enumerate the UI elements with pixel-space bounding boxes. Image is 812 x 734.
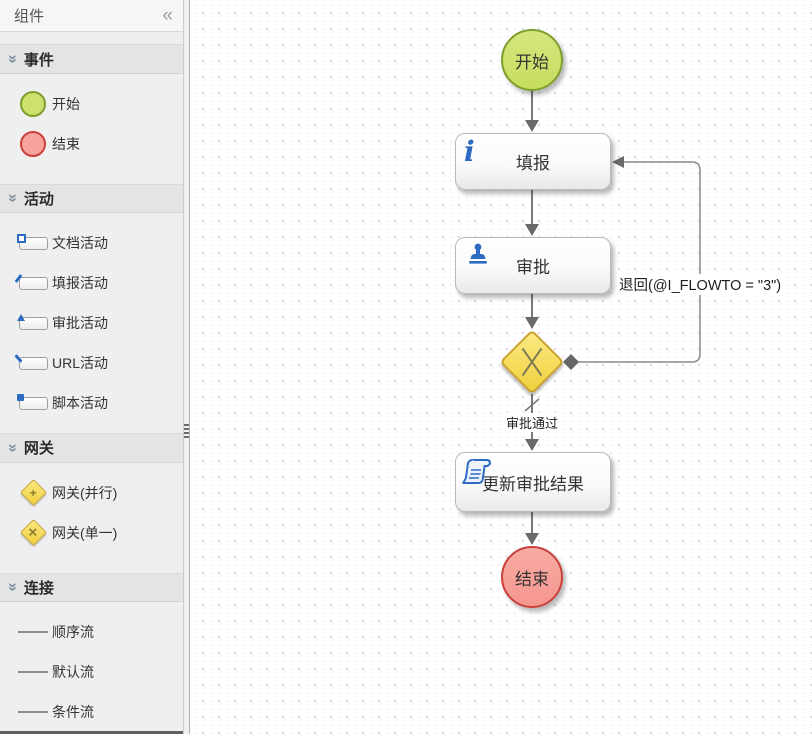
default-flow-icon: [18, 671, 48, 674]
section-header-connections[interactable]: « 连接: [0, 572, 183, 603]
conditional-flow-marker: [524, 398, 540, 412]
splitter-grip-icon: [184, 424, 189, 440]
palette-item-label: 填报活动: [52, 275, 108, 292]
edge-approve-to-gateway[interactable]: [525, 294, 539, 329]
flow-edges: [524, 91, 701, 545]
exclusive-gateway-icon: ✕: [19, 519, 47, 547]
arrowhead-left-icon: [612, 156, 624, 168]
gateway-x-icon: [511, 341, 553, 383]
section-label: 连接: [23, 579, 54, 597]
approve-activity-icon: [16, 313, 48, 330]
chevron-down-icon: «: [3, 582, 21, 592]
stamp-icon: [464, 243, 492, 272]
palette-item-default-flow[interactable]: 默认流: [0, 652, 183, 692]
fill-activity-icon: [14, 273, 48, 290]
node-end-event[interactable]: 结束: [501, 546, 563, 608]
section-label: 活动: [23, 190, 54, 208]
palette-item-label: 审批活动: [52, 315, 108, 332]
edge-update-to-end[interactable]: [525, 512, 539, 545]
palette-item-url-activity[interactable]: URL活动: [0, 343, 183, 383]
node-label: 结束: [515, 569, 549, 589]
node-update-result-activity[interactable]: 更新审批结果: [455, 452, 611, 512]
end-event-icon: [20, 130, 46, 157]
palette-item-script-activity[interactable]: 脚本活动: [0, 383, 183, 423]
diagram-canvas[interactable]: 开始 i 填报 审批: [190, 0, 812, 734]
url-activity-icon: [13, 353, 48, 370]
node-label: 审批: [516, 258, 550, 277]
sequence-flow-icon: [18, 631, 48, 634]
chevron-down-icon: «: [3, 443, 21, 453]
parallel-gateway-icon: +: [19, 479, 47, 507]
section-label: 网关: [23, 440, 54, 458]
bottom-panel-edge: [0, 731, 183, 734]
script-activity-icon: [16, 393, 48, 410]
palette-item-fill-activity[interactable]: 填报活动: [0, 263, 183, 303]
edge-gateway-return-to-fill[interactable]: [563, 156, 701, 370]
palette-item-end-event[interactable]: 结束: [0, 124, 183, 164]
scroll-icon: [460, 456, 492, 493]
palette-item-label: 条件流: [52, 704, 94, 721]
section-header-activities[interactable]: « 活动: [0, 183, 183, 214]
node-label: 填报: [516, 154, 550, 173]
palette-item-label: 顺序流: [52, 624, 94, 641]
edge-label-approved[interactable]: 审批通过: [503, 413, 561, 432]
palette-item-parallel-gateway[interactable]: + 网关(并行): [0, 473, 183, 513]
palette-item-sequence-flow[interactable]: 顺序流: [0, 612, 183, 652]
node-label: 开始: [515, 52, 549, 72]
collapse-panel-icon[interactable]: «: [162, 5, 173, 27]
component-palette: 组件 « « 事件 开始 结束 « 活动 文档活动 填报活动 审批活动: [0, 0, 183, 734]
palette-item-conditional-flow[interactable]: 条件流: [0, 692, 183, 732]
node-start-event[interactable]: 开始: [501, 29, 563, 91]
conditional-flow-icon: [18, 711, 48, 714]
section-header-events[interactable]: « 事件: [0, 44, 183, 74]
connector-diamond-icon: [563, 354, 579, 370]
palette-item-label: 默认流: [52, 664, 94, 681]
palette-item-label: 脚本活动: [52, 395, 108, 412]
palette-item-approve-activity[interactable]: 审批活动: [0, 303, 183, 343]
section-label: 事件: [23, 51, 54, 69]
palette-item-label: 网关(单一): [52, 524, 118, 541]
palette-item-label: 开始: [52, 95, 80, 112]
palette-header: 组件 «: [0, 0, 183, 33]
palette-item-label: 网关(并行): [52, 484, 118, 501]
panel-splitter[interactable]: [183, 0, 190, 734]
document-activity-icon: [16, 233, 48, 250]
palette-title: 组件: [14, 8, 45, 26]
chevron-down-icon: «: [3, 194, 21, 203]
palette-item-document-activity[interactable]: 文档活动: [0, 223, 183, 263]
palette-item-label: URL活动: [52, 355, 109, 372]
node-label: 更新审批结果: [482, 474, 584, 494]
palette-item-start-event[interactable]: 开始: [0, 84, 183, 124]
info-icon: i: [464, 135, 475, 168]
section-header-gateways[interactable]: « 网关: [0, 433, 183, 463]
edge-start-to-fill[interactable]: [525, 91, 539, 132]
chevron-down-icon: «: [3, 54, 21, 64]
edge-label-return[interactable]: 退回(@I_FLOWTO = "3"): [617, 274, 784, 295]
palette-item-label: 文档活动: [52, 235, 108, 252]
palette-item-exclusive-gateway[interactable]: ✕ 网关(单一): [0, 513, 183, 553]
start-event-icon: [20, 90, 46, 117]
node-approve-activity[interactable]: 审批: [455, 237, 611, 294]
palette-item-label: 结束: [52, 135, 80, 152]
node-fill-activity[interactable]: i 填报: [455, 133, 611, 190]
edge-fill-to-approve[interactable]: [525, 190, 539, 236]
